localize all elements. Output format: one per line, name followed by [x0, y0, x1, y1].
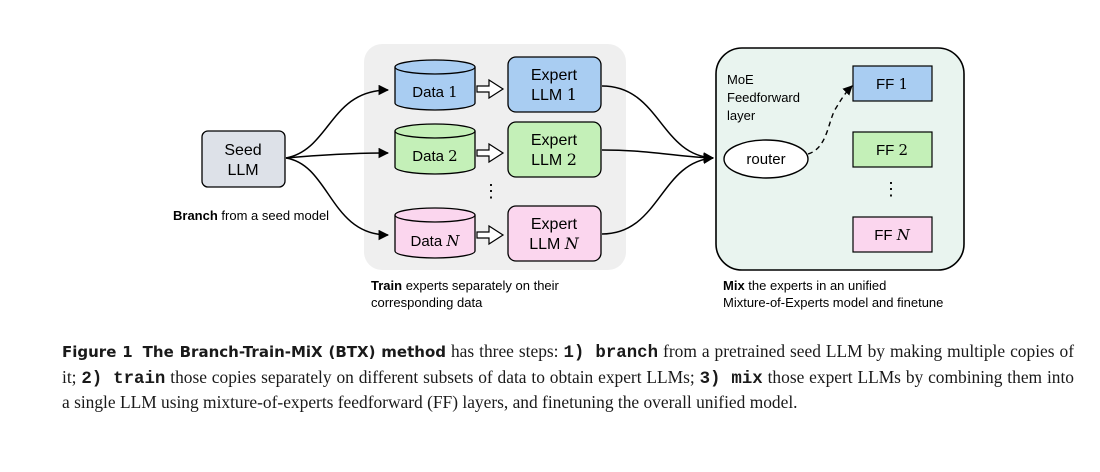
ff-box-1: FF 1	[852, 65, 933, 102]
moe-label-line1: MoE	[727, 72, 754, 87]
data-cylinder-1: Data 1	[394, 59, 476, 111]
mix-arrow-n	[601, 153, 715, 235]
expert-n-index: N	[564, 234, 580, 253]
step-train: 2) train	[81, 369, 166, 389]
svg-text:LLM N: LLM N	[529, 234, 580, 253]
expert-llm-1: Expert LLM 1	[507, 56, 602, 113]
data-2-index: 2	[448, 147, 458, 165]
branch-arrow-2	[285, 147, 390, 159]
step-mix: 3) mix	[699, 369, 763, 389]
moe-label-line2: Feedforward	[727, 90, 800, 105]
data-cylinder-n: Data N	[394, 207, 476, 259]
svg-text:FF N: FF N	[874, 226, 911, 244]
hollow-arrow-n	[476, 224, 505, 246]
mix-arrow-2	[601, 149, 715, 163]
seed-line1: Seed	[224, 142, 261, 159]
ff-1-word: FF	[876, 76, 894, 93]
data-n-word: Data	[411, 233, 443, 250]
svg-text:LLM 2: LLM 2	[531, 150, 577, 169]
step-branch: 1) branch	[563, 344, 659, 363]
expert-1-word: LLM	[531, 87, 562, 104]
ff-ellipsis: ⋮	[882, 179, 900, 199]
ff-n-index: N	[896, 226, 911, 244]
svg-text:FF 2: FF 2	[876, 141, 908, 159]
svg-text:Data 1: Data 1	[412, 83, 457, 101]
data-1-index: 1	[448, 83, 458, 101]
seed-llm-box: Seed LLM	[201, 130, 286, 188]
ff-1-index: 1	[898, 75, 908, 93]
expert-llm-n: Expert LLM N	[507, 205, 602, 262]
train-caption: Train experts separately on their	[371, 278, 560, 293]
data-cylinder-2: Data 2	[394, 123, 476, 175]
expert-n-line1: Expert	[531, 216, 578, 233]
mix-caption-line2: Mixture-of-Experts model and finetune	[723, 295, 943, 310]
expert-2-word: LLM	[531, 152, 562, 169]
branch-arrow-3	[285, 157, 390, 241]
router-node: router	[723, 139, 809, 179]
ff-box-2: FF 2	[852, 131, 933, 168]
moe-panel	[715, 47, 965, 271]
figure-title: The Branch-Train-MiX (BTX) method	[142, 343, 446, 361]
figure-label: Figure 1	[62, 343, 133, 361]
mix-caption: Mix the experts in an unified	[723, 278, 886, 293]
expert-1-index: 1	[567, 85, 577, 104]
ff-2-index: 2	[898, 141, 908, 159]
ff-box-n: FF N	[852, 216, 933, 253]
svg-text:FF 1: FF 1	[876, 75, 908, 93]
router-dashed-arrow	[807, 85, 853, 155]
data-n-index: N	[445, 232, 460, 250]
svg-text:Data 2: Data 2	[412, 147, 457, 165]
ff-2-word: FF	[876, 142, 894, 159]
mix-arrow-1	[601, 85, 715, 163]
seed-line2: LLM	[227, 162, 258, 179]
branch-caption: Branch from a seed model	[173, 208, 329, 223]
hollow-arrow-2	[476, 142, 505, 164]
expert-n-word: LLM	[529, 236, 560, 253]
train-caption-line2: corresponding data	[371, 295, 483, 310]
branch-arrow-1	[285, 84, 390, 159]
router-label: router	[746, 151, 785, 168]
expert-2-line1: Expert	[531, 132, 578, 149]
expert-llm-2: Expert LLM 2	[507, 121, 602, 178]
data-ellipsis: ⋮	[482, 181, 500, 201]
data-1-word: Data	[412, 84, 444, 101]
hollow-arrow-1	[476, 78, 505, 100]
expert-1-line1: Expert	[531, 67, 578, 84]
expert-2-index: 2	[567, 150, 577, 169]
figure-caption: Figure 1 The Branch-Train-MiX (BTX) meth…	[62, 341, 1074, 412]
ff-n-word: FF	[874, 227, 892, 244]
svg-text:LLM 1: LLM 1	[531, 85, 577, 104]
moe-label-line3: layer	[727, 108, 756, 123]
data-2-word: Data	[412, 148, 444, 165]
svg-text:Data N: Data N	[411, 232, 461, 250]
